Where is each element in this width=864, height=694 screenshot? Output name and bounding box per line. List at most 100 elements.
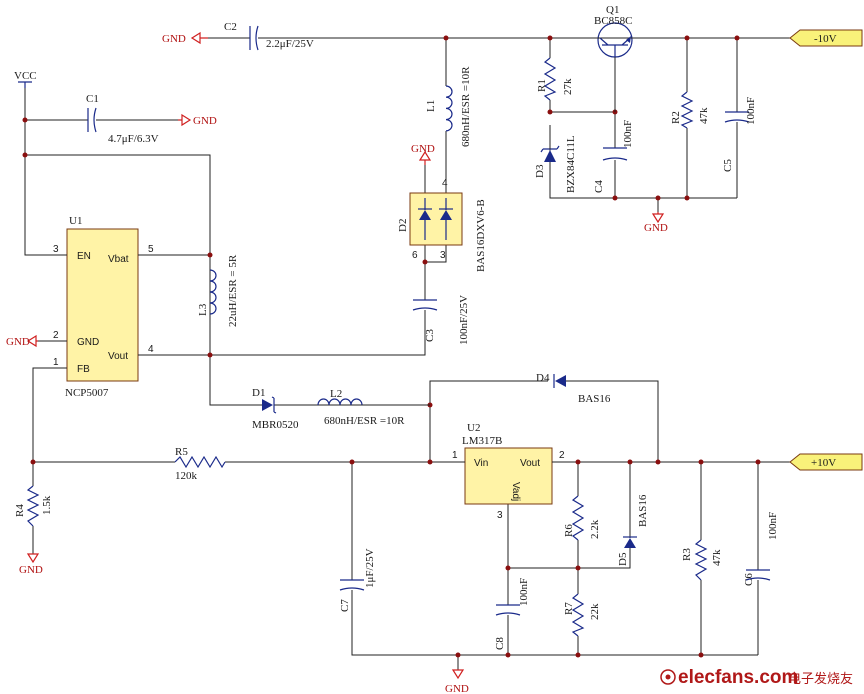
gnd-symbol-r4: GND (19, 553, 43, 576)
u2-pin-vin: Vin (474, 458, 488, 469)
diode-d5: D5 BAS16 (617, 494, 649, 566)
c5-value: 100nF (745, 97, 757, 125)
c3-value: 100nF/25V (458, 295, 470, 345)
u1-pin-num-4: 4 (148, 344, 154, 355)
diode-d1: D1 MBR0520 (252, 387, 299, 431)
port-neg10v: -10V (789, 29, 863, 47)
u1-pin-num-2: 2 (53, 330, 59, 341)
diode-d4: D4 BAS16 (536, 372, 611, 405)
u2-ref: U2 (467, 422, 480, 434)
resistor-r2: R2 47k (670, 91, 710, 129)
l3-ref: L3 (197, 303, 209, 316)
gnd-label-c2: GND (162, 33, 186, 45)
u1-ref: U1 (69, 215, 82, 227)
d2-pin-6: 6 (412, 250, 418, 261)
capacitor-c5: C5 100nF (722, 97, 757, 172)
gnd-symbol-main: GND (445, 669, 469, 694)
d2-ref: D2 (397, 219, 409, 232)
transistor-q1: Q1 BC858C (590, 4, 640, 112)
gnd-label-c1: GND (193, 115, 217, 127)
r3-value: 47k (711, 549, 723, 566)
c2-value: 2.2μF/25V (266, 38, 314, 50)
gnd-label-u1: GND (6, 336, 30, 348)
gnd-symbol-c1: GND (178, 113, 217, 127)
watermark-site: elecfans.com (678, 667, 798, 688)
u1-pin-fb: FB (77, 364, 90, 375)
zener-d3: D3 BZX84C11L (534, 125, 577, 198)
q1-value: BC858C (594, 15, 633, 27)
resistor-r3: R3 47k (681, 539, 723, 581)
vcc-label: VCC (14, 70, 37, 82)
u1-pin-vout: Vout (108, 351, 128, 362)
gnd-symbol-d2: GND (411, 143, 435, 165)
u2-part: LM317B (462, 435, 502, 447)
capacitor-c1: C1 4.7μF/6.3V (86, 93, 159, 145)
watermark-logo-icon (660, 669, 676, 685)
u2-pin-num-3: 3 (497, 510, 503, 521)
resistor-r7: R7 22k (563, 593, 601, 637)
capacitor-c4: C4 100nF (593, 120, 634, 193)
port-pos10v-label: +10V (811, 457, 836, 469)
q1-ref: Q1 (606, 4, 619, 16)
l2-value: 680nH/ESR =10R (324, 415, 405, 427)
u2-pin-num-1: 1 (452, 450, 458, 461)
port-pos10v: +10V (789, 453, 863, 471)
dual-diode-d2: D2 4 6 3 BAS16DXV6-B (397, 178, 487, 272)
r6-ref: R6 (563, 524, 575, 537)
c6-value: 100nF (767, 512, 779, 540)
r6-value: 2.2k (589, 519, 601, 539)
c3-ref: C3 (424, 329, 436, 342)
u1-pin-vbat: Vbat (108, 254, 129, 265)
u1-pin-gnd: GND (77, 337, 99, 348)
c7-value: 1μF/25V (364, 548, 376, 588)
ic-u1: U1 NCP5007 EN Vbat GND Vout FB 3 5 2 4 1 (53, 215, 154, 399)
watermark: elecfans.com 电子发烧友 (660, 667, 853, 688)
c6-ref: C6 (743, 573, 755, 586)
r2-value: 47k (698, 107, 710, 124)
resistor-r1: R1 27k (536, 57, 574, 101)
u1-pin-num-1: 1 (53, 357, 59, 368)
gnd-symbol-u1: GND (6, 334, 38, 348)
d4-ref: D4 (536, 372, 550, 384)
c5-ref: C5 (722, 159, 734, 172)
capacitor-c8: C8 100nF (494, 578, 530, 650)
u1-pin-en: EN (77, 251, 91, 262)
port-neg10v-label: -10V (814, 33, 837, 45)
vcc-symbol: VCC (14, 70, 37, 88)
capacitor-c3: C3 100nF/25V (412, 295, 470, 355)
c8-ref: C8 (494, 637, 506, 650)
u1-pin-num-3: 3 (53, 244, 59, 255)
gnd-symbol-q1: GND (644, 212, 668, 234)
u2-pin-vadj: Vadj (510, 482, 521, 501)
r7-ref: R7 (563, 602, 575, 615)
gnd-symbol-c2: GND (162, 31, 208, 45)
d2-pin-4: 4 (442, 178, 448, 189)
d3-ref: D3 (534, 164, 546, 178)
gnd-label-main: GND (445, 683, 469, 694)
inductor-l3: L3 22uH/ESR = 5R (197, 254, 239, 327)
u1-part: NCP5007 (65, 387, 109, 399)
l3-value: 22uH/ESR = 5R (227, 254, 239, 327)
capacitor-c6: C6 100nF (743, 512, 779, 586)
c7-ref: C7 (339, 599, 351, 612)
c4-value: 100nF (622, 120, 634, 148)
r5-value: 120k (175, 470, 198, 482)
u1-pin-num-5: 5 (148, 244, 154, 255)
capacitor-c2: C2 2.2μF/25V (224, 21, 314, 51)
d1-value: MBR0520 (252, 419, 299, 431)
d1-ref: D1 (252, 387, 265, 399)
ic-u2: U2 LM317B Vin Vout Vadj 1 2 3 (452, 422, 565, 521)
watermark-tagline: 电子发烧友 (788, 671, 853, 687)
l1-ref: L1 (425, 100, 437, 112)
r3-ref: R3 (681, 548, 693, 561)
u2-pin-num-2: 2 (559, 450, 565, 461)
r4-value: 1.5k (41, 495, 53, 515)
r4-ref: R4 (14, 504, 26, 517)
d5-value: BAS16 (637, 494, 649, 527)
r1-value: 27k (562, 78, 574, 95)
r7-value: 22k (589, 603, 601, 620)
inductor-l1: L1 680nH/ESR =10R (425, 66, 472, 147)
l1-value: 680nH/ESR =10R (460, 66, 472, 147)
r1-ref: R1 (536, 79, 548, 92)
